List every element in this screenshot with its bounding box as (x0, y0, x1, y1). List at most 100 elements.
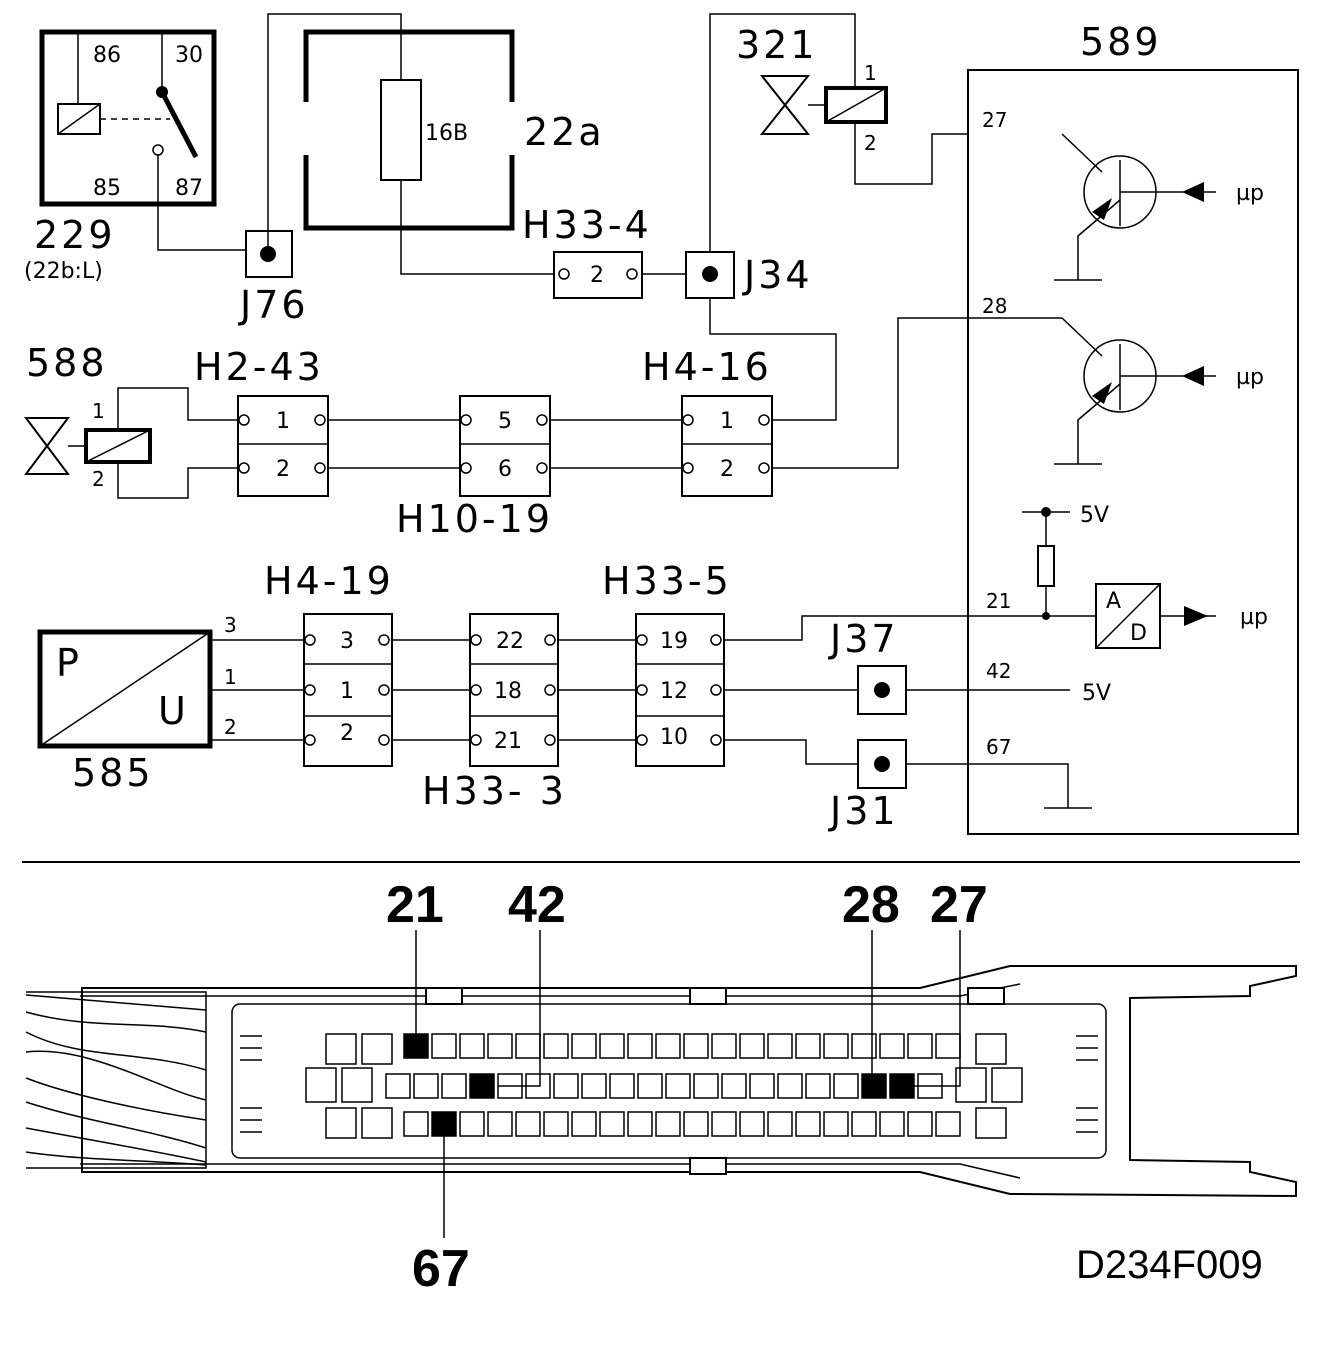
pin-label-42: 42 (508, 876, 566, 934)
junction-j34-label: J34 (742, 253, 813, 297)
ad-label-d: D (1130, 621, 1147, 646)
pullup-resistor-icon (1037, 545, 1055, 587)
pin-28 (861, 1073, 887, 1099)
junction-j76-label: J76 (238, 283, 309, 327)
connector-h10-19: 5 6 H10-19 (396, 395, 682, 541)
ecu-pin-27: 27 (982, 108, 1007, 132)
ecu-connector-view: 21 42 28 27 67 D234F009 (25, 876, 1297, 1298)
connector-h2-43-label: H2-43 (194, 345, 324, 389)
connector-h33-4-pin: 2 (590, 263, 604, 288)
junction-j37: J37 (828, 617, 1070, 715)
connector-h10-19-pin-5: 5 (498, 409, 512, 434)
relay-pin-86: 86 (93, 43, 121, 68)
fuse-16b-icon (380, 79, 422, 181)
connector-housing (81, 965, 1297, 1198)
connector-latch-left (240, 1035, 262, 1133)
sensor-pin-3: 3 (224, 613, 237, 637)
connector-h10-19-pin-6: 6 (498, 457, 512, 482)
relay-229: 86 30 85 87 229 (22b:L) (24, 29, 248, 284)
ecu-589: 589 27 µp 28 µp 5V 21 A D (906, 20, 1299, 835)
relay-subref: (22b:L) (24, 259, 103, 284)
connector-h2-43-pin-2: 2 (276, 457, 290, 482)
connector-h33-5-pin-19: 19 (660, 629, 688, 654)
valve-321-pin2: 2 (864, 131, 877, 155)
ecu-pin-28: 28 (982, 294, 1007, 318)
relay-id: 229 (34, 213, 116, 257)
pin-row-1 (403, 1033, 961, 1059)
leader-42 (498, 930, 541, 1087)
pin-21 (403, 1033, 429, 1059)
ecu-mu-27: µp (1236, 181, 1264, 206)
junction-j31: J31 (828, 739, 907, 833)
ecu-pin-67: 67 (986, 735, 1011, 759)
fuse-box-id: 22a (524, 110, 605, 154)
valve-588: 588 1 2 (24, 341, 238, 499)
sensor-u-label: U (158, 689, 189, 733)
valve-588-id: 588 (26, 341, 108, 385)
ecu-mu-28: µp (1236, 365, 1264, 390)
pin-row-3 (403, 1111, 961, 1137)
pin-27 (889, 1073, 915, 1099)
pin-label-67: 67 (412, 1240, 470, 1298)
sensor-id: 585 (72, 751, 154, 795)
pin-label-27: 27 (930, 876, 988, 934)
ecu-5v-supply: 5V (1082, 681, 1111, 706)
connector-h33-3-label: H33- 3 (422, 769, 567, 813)
junction-j34: J34 (685, 13, 856, 421)
connector-h10-19-label: H10-19 (396, 497, 553, 541)
relay-pin-30: 30 (175, 43, 203, 68)
connector-face (231, 1003, 1107, 1159)
ecu-id: 589 (1080, 20, 1162, 64)
relay-pin-85: 85 (93, 176, 121, 201)
junction-j31-label: J31 (828, 789, 899, 833)
connector-h33-3: 22 18 21 H33- 3 (422, 613, 636, 813)
connector-h4-19-pin-1: 1 (340, 679, 354, 704)
connector-h4-16-pin-1: 1 (720, 409, 734, 434)
connector-h2-43-pin-1: 1 (276, 409, 290, 434)
leader-27 (914, 930, 961, 1087)
ecu-pin-21: 21 (986, 589, 1011, 613)
valve-321-id: 321 (736, 23, 818, 67)
connector-h33-3-pin-18: 18 (494, 679, 522, 704)
ecu-pin-42: 42 (986, 659, 1011, 683)
valve-321-pin1: 1 (864, 61, 877, 85)
fuse-box-22a: 16B 22a (303, 29, 605, 275)
pin-label-21: 21 (386, 876, 444, 934)
connector-h33-3-pin-21: 21 (494, 729, 522, 754)
drawing-code: D234F009 (1076, 1243, 1263, 1287)
connector-h33-5-pin-12: 12 (660, 679, 688, 704)
connector-h4-16-pin-2: 2 (720, 457, 734, 482)
ad-label-a: A (1106, 589, 1121, 614)
pin-67 (431, 1111, 457, 1137)
connector-h33-5-pin-10: 10 (660, 725, 688, 750)
junction-j37-label: J37 (828, 617, 899, 661)
connector-h33-3-pin-22: 22 (496, 629, 524, 654)
relay-contact-87 (152, 144, 164, 156)
connector-h4-19: H4-19 3 1 2 (264, 559, 470, 767)
connector-latch-right (1076, 1035, 1098, 1133)
ecu-5v-ref: 5V (1080, 503, 1109, 528)
relay-housing (39, 29, 217, 207)
connector-h4-16: H4-16 1 2 (642, 317, 1062, 497)
connector-h33-5-label: H33-5 (602, 559, 732, 603)
wire-bundle (25, 994, 207, 1166)
sensor-585: P U 585 3 1 2 (37, 613, 304, 795)
connector-h2-43: H2-43 1 2 (194, 345, 460, 497)
connector-h4-16-label: H4-16 (642, 345, 772, 389)
pin-42 (469, 1073, 495, 1099)
connector-h4-19-label: H4-19 (264, 559, 394, 603)
connector-h33-4-label: H33-4 (522, 203, 652, 247)
valve-588-icon (24, 417, 70, 475)
sensor-pin-2: 2 (224, 715, 237, 739)
sensor-pin-1: 1 (224, 665, 237, 689)
valve-321-icon (759, 75, 811, 135)
pin-row-2 (385, 1073, 943, 1099)
pin-label-28: 28 (842, 876, 900, 934)
connector-h4-19-pin-2: 2 (340, 721, 354, 746)
connector-h33-4: H33-4 2 (522, 203, 686, 299)
ecu-mu-ad: µp (1240, 605, 1268, 630)
junction-j76: J76 (238, 13, 402, 327)
valve-588-pin1: 1 (92, 399, 105, 423)
relay-pin-87: 87 (175, 176, 203, 201)
